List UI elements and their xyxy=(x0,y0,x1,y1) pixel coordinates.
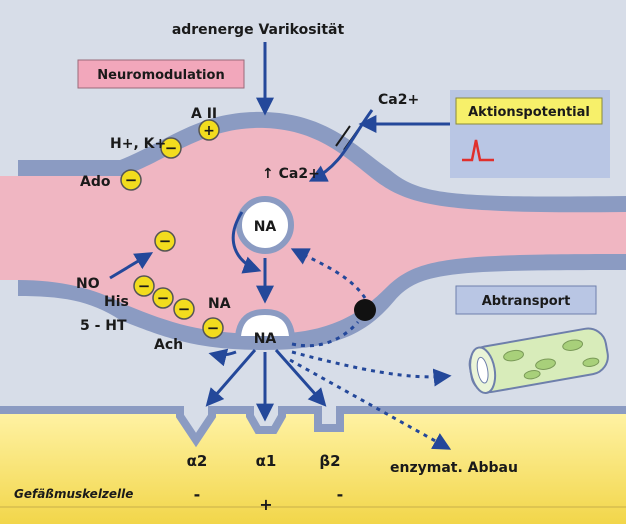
modulator-receptors: + − − − − − − − xyxy=(120,119,224,339)
vesicle-membrane xyxy=(236,196,294,254)
arrow-autoreceptor xyxy=(208,348,237,367)
receptor-no-sign: − xyxy=(159,232,172,250)
varicosity-label: adrenerge Varikosität xyxy=(172,22,345,38)
enzymatic-label: enzymat. Abbau xyxy=(390,460,518,476)
his-label: His xyxy=(104,294,129,310)
alpha2-sign: - xyxy=(194,485,201,504)
arrow-to-beta2 xyxy=(274,349,327,407)
badge-neuromodulation: Neuromodulation xyxy=(77,59,245,89)
ca-channel-left xyxy=(335,125,351,147)
na-modulator-label: NA xyxy=(208,296,231,312)
beta2-sign: - xyxy=(337,485,344,504)
ca-inside-label: ↑ Ca2+ xyxy=(262,166,320,182)
receptor-5ht-b-sign: − xyxy=(178,300,191,318)
ado-label: Ado xyxy=(80,174,111,190)
receptor-hk-sign: − xyxy=(165,139,178,157)
ach-label: Ach xyxy=(154,337,183,353)
ht5-label: 5 - HT xyxy=(80,318,127,334)
arrows xyxy=(109,42,450,422)
alpha1-label: α1 xyxy=(256,452,277,470)
action-potential-spike-icon xyxy=(462,139,494,162)
reuptake-transporter xyxy=(354,299,376,321)
alpha2-label: α2 xyxy=(187,452,208,470)
muscle-cell-membrane xyxy=(0,406,626,448)
badge-removal-text: Abtransport xyxy=(482,294,571,309)
action-potential-panel: Aktionspotential xyxy=(450,90,610,178)
arrow-to-alpha2 xyxy=(205,349,257,407)
release-pore xyxy=(235,308,295,337)
arrow-to-capillary xyxy=(291,350,452,387)
receptor-ach-sign: − xyxy=(207,319,220,337)
a2-label: A II xyxy=(191,106,217,122)
no-label: NO xyxy=(76,276,100,292)
receptor-a2-sign: + xyxy=(203,123,215,139)
axon-cytoplasm xyxy=(18,127,626,335)
receptor-his xyxy=(133,275,155,297)
arrow-to-enzymatic xyxy=(289,358,452,450)
muscle-cell-label: Gefäßmuskelzelle xyxy=(14,487,133,501)
muscle-cell-body xyxy=(0,410,626,524)
receptor-5ht-a xyxy=(152,287,174,309)
receptor-5ht-b xyxy=(173,298,195,320)
arrow-no xyxy=(109,252,154,280)
vesicle-label: NA xyxy=(254,219,277,235)
ca-outside-label: Ca2+ xyxy=(378,92,419,108)
badge-neuromodulation-text: Neuromodulation xyxy=(97,68,224,83)
badge-neuromodulation-bg xyxy=(77,59,245,89)
na-release-site: NA xyxy=(235,308,295,347)
badge-action-potential-text: Aktionspotential xyxy=(468,105,590,120)
receptor-5ht-a-sign: − xyxy=(157,289,170,307)
hk-label: H+, K+ xyxy=(110,136,166,152)
arrow-to-transporter xyxy=(291,321,360,348)
dotted-arrows xyxy=(289,248,452,450)
badge-action-potential-bg xyxy=(455,97,603,125)
receptor-ado-sign: − xyxy=(125,171,138,189)
na-vesicle: NA xyxy=(236,196,294,254)
smooth-muscle-cell xyxy=(0,406,626,524)
arrow-vesicle-move xyxy=(231,211,262,274)
alpha1-sign: + xyxy=(259,495,272,514)
badge-removal: Abtransport xyxy=(455,285,597,315)
receptor-ach xyxy=(202,317,224,339)
receptor-his-sign: − xyxy=(138,277,151,295)
na-release-label: NA xyxy=(254,331,277,347)
capillary-icon xyxy=(468,327,609,394)
axon-left-stub xyxy=(0,176,18,280)
receptor-hk xyxy=(160,137,182,159)
receptor-ado xyxy=(120,169,142,191)
beta2-label: β2 xyxy=(319,452,340,470)
badge-removal-bg xyxy=(455,285,597,315)
receptor-a2 xyxy=(198,119,220,141)
receptor-no xyxy=(154,230,176,252)
